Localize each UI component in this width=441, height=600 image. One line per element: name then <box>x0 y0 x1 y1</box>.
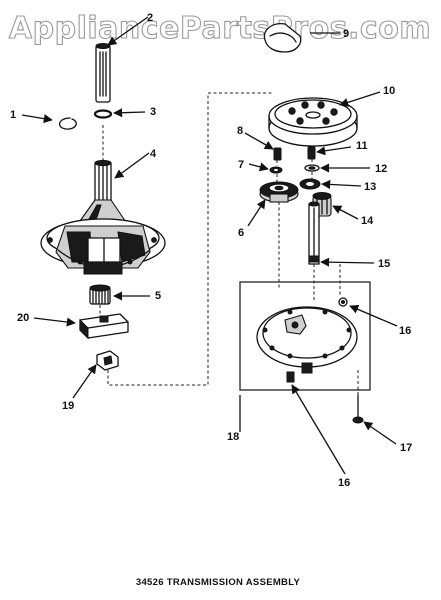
callout-18: 18 <box>227 431 239 443</box>
part-13-small-gear <box>299 178 321 190</box>
callout-15: 15 <box>378 258 390 270</box>
part-20-bracket <box>79 313 129 340</box>
callout-1: 1 <box>10 109 16 121</box>
callout-10: 10 <box>383 85 395 97</box>
part-11-pin <box>307 146 316 160</box>
callout-2: 2 <box>147 12 153 24</box>
part-17-screw <box>352 394 364 424</box>
part-6-drive-gear <box>259 181 299 203</box>
callout-7: 7 <box>238 159 244 171</box>
callout-14: 14 <box>361 215 374 227</box>
alignment-lines <box>99 92 359 395</box>
part-1-retaining-ring <box>59 117 77 130</box>
part-19-block <box>96 350 119 371</box>
callout-17: 17 <box>400 442 412 454</box>
part-5-pinion-gear <box>89 284 111 305</box>
part-9-fragment <box>263 23 302 53</box>
callout-16-lower: 16 <box>338 477 350 489</box>
callout-3: 3 <box>150 106 156 118</box>
callout-12: 12 <box>375 163 387 175</box>
part-7-washer <box>269 166 283 174</box>
part-3-washer <box>93 109 113 119</box>
callout-11: 11 <box>356 140 368 152</box>
callout-4: 4 <box>150 148 157 160</box>
callout-19: 19 <box>62 400 74 412</box>
part-4-gear-case <box>40 159 166 275</box>
callout-20: 20 <box>17 312 29 324</box>
part-8-pin <box>273 147 282 161</box>
lower-gear-case <box>256 297 358 383</box>
part-18-assembly-outline <box>239 281 371 391</box>
part-10-pulley <box>268 97 358 147</box>
callout-labels: 2 1 3 4 5 20 19 9 10 8 7 11 12 13 6 14 1… <box>10 12 412 489</box>
callout-9: 9 <box>343 28 349 40</box>
callout-13: 13 <box>364 181 376 193</box>
callout-8: 8 <box>237 125 243 137</box>
diagram-caption: 34526 TRANSMISSION ASSEMBLY <box>136 577 301 588</box>
callout-6: 6 <box>238 227 244 239</box>
callout-16-upper: 16 <box>399 325 411 337</box>
leader-lines <box>21 16 398 475</box>
callout-5: 5 <box>155 290 161 302</box>
watermark-text: AppliancePartsPros.com <box>9 11 431 46</box>
part-12-washer <box>304 164 320 172</box>
part-15-shaft <box>308 201 320 265</box>
part-2-shaft <box>95 43 111 103</box>
